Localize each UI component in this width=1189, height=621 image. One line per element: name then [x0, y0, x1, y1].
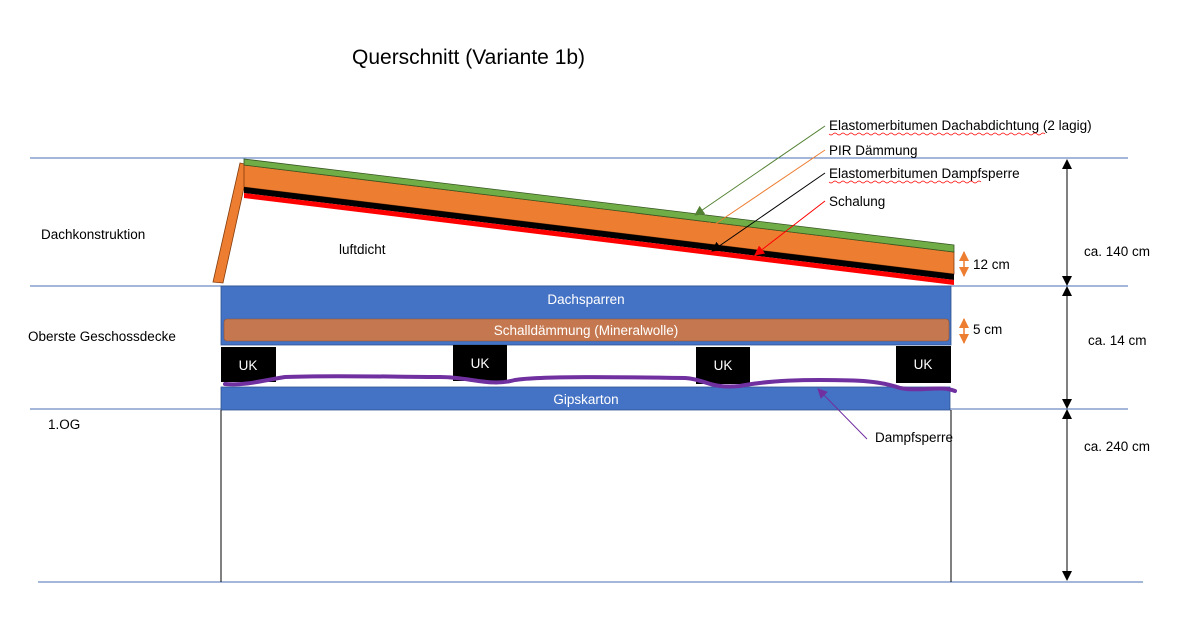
batten-label-1: UK	[239, 358, 258, 373]
ceiling-vapor-barrier-line	[223, 374, 957, 393]
batten-1	[221, 347, 276, 382]
batten-4	[896, 346, 951, 383]
height-label-roof: ca. 140 cm	[1084, 244, 1150, 259]
roof-insulation-layer	[243, 164, 955, 275]
leader-ceiling-vapor	[817, 388, 868, 440]
plasterboard-label: Gipskarton	[553, 392, 618, 407]
thickness-label-roof: 12 cm	[973, 257, 1010, 272]
plasterboard-band	[220, 386, 951, 411]
batten-2	[453, 345, 507, 381]
leader-roof-vapor	[711, 172, 826, 252]
rafters-label: Dachsparren	[547, 292, 624, 307]
zone-label-ceiling: Oberste Geschossdecke	[28, 329, 176, 344]
sound-insulation-label: Schalldämmung (Mineralwolle)	[494, 323, 679, 338]
leader-roof-membrane	[694, 125, 826, 216]
roof-membrane-layer	[243, 158, 955, 253]
label-ceiling-vapor-barrier: Dampfsperre	[875, 430, 953, 445]
leader-boarding	[754, 200, 826, 256]
sound-insulation-band	[223, 318, 950, 342]
batten-label-4: UK	[914, 357, 933, 372]
batten-label-2: UK	[471, 356, 490, 371]
leader-insulation	[704, 149, 826, 232]
zone-label-floor: 1.OG	[48, 417, 80, 432]
roof-boarding-layer	[244, 193, 954, 285]
label-boarding: Schalung	[829, 194, 885, 209]
batten-label-3: UK	[714, 358, 733, 373]
spellcheck-underline-2	[828, 180, 982, 184]
airtight-label: luftdicht	[339, 242, 386, 257]
height-label-ceiling: ca. 14 cm	[1088, 333, 1147, 348]
zone-label-roof: Dachkonstruktion	[41, 227, 145, 242]
spellcheck-underline-1	[828, 132, 1046, 136]
batten-3	[696, 347, 750, 384]
label-roof-vapor-barrier: Elastomerbitumen Dampfsperre	[829, 166, 1020, 181]
roof-vapor-barrier-layer	[244, 187, 954, 280]
label-roof-membrane: Elastomerbitumen Dachabdichtung (2 lagig…	[829, 118, 1092, 133]
label-insulation: PIR Dämmung	[829, 143, 918, 158]
diagram-title: Querschnitt (Variante 1b)	[352, 46, 585, 69]
height-label-floor: ca. 240 cm	[1084, 439, 1150, 454]
thickness-label-sound: 5 cm	[973, 322, 1002, 337]
